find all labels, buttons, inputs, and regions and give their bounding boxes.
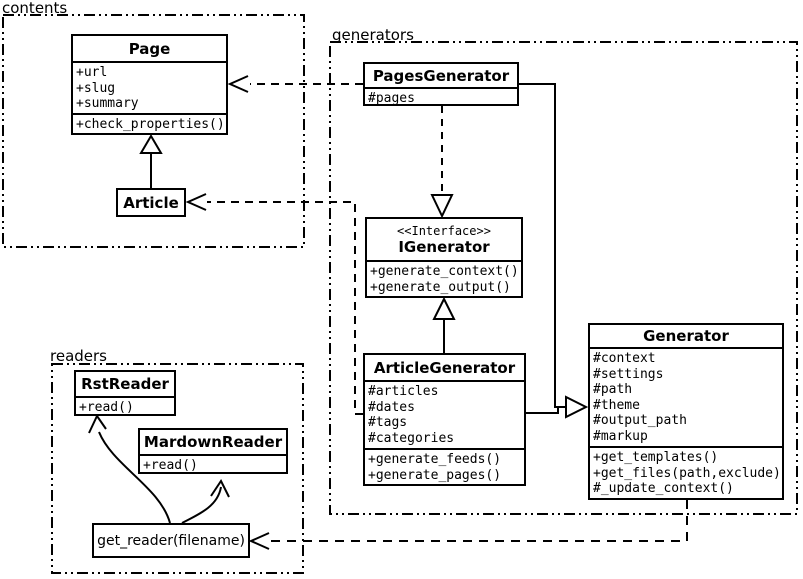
edge-getreader-calls-rstreader bbox=[98, 431, 171, 524]
attribute: +url bbox=[76, 65, 108, 80]
class-articlegenerator-title: ArticleGenerator bbox=[365, 355, 524, 380]
class-igenerator-title: <<Interface>> IGenerator bbox=[367, 219, 521, 260]
attribute: #markup bbox=[593, 428, 648, 444]
edge-generalizes-generator-triangle bbox=[565, 395, 589, 419]
method: +check_properties() bbox=[76, 117, 225, 132]
class-articlegenerator: ArticleGenerator #articles #dates #tags … bbox=[363, 353, 526, 486]
package-readers-border bbox=[51, 363, 304, 574]
class-articlegenerator-attributes: #articles #dates #tags #categories bbox=[365, 380, 524, 448]
class-pagesgenerator: PagesGenerator #pages bbox=[363, 62, 519, 106]
method: +generate_output() bbox=[370, 279, 511, 295]
method: +generate_context() bbox=[370, 264, 519, 279]
attribute: #path bbox=[593, 382, 633, 397]
package-generators-border bbox=[329, 41, 798, 515]
attribute: #settings bbox=[593, 366, 664, 382]
class-mardownreader-methods: +read() bbox=[140, 454, 286, 472]
attribute: #pages bbox=[368, 91, 415, 104]
class-articlegenerator-methods: +generate_feeds() +generate_pages() bbox=[365, 448, 524, 484]
edge-pagesgenerator-depends-page-arrow bbox=[227, 75, 249, 93]
class-mardownreader-title: MardownReader bbox=[140, 430, 286, 454]
attribute: +summary bbox=[76, 96, 139, 111]
class-name: MardownReader bbox=[143, 433, 283, 451]
class-name: ArticleGenerator bbox=[373, 358, 516, 377]
edge-article-generalizes-page-triangle bbox=[139, 134, 163, 154]
class-page-attributes: +url +slug +summary bbox=[73, 61, 226, 113]
attribute: #articles bbox=[368, 384, 439, 399]
attribute: #theme bbox=[593, 397, 640, 413]
class-name: PagesGenerator bbox=[372, 66, 510, 85]
class-page-title: Page bbox=[73, 36, 226, 61]
edge-pagesgenerator-realizes-igenerator-triangle bbox=[430, 194, 454, 219]
edge-getreader-calls-rstreader-arrow bbox=[88, 414, 107, 434]
edge-generator-depends-getreader-arrow bbox=[248, 532, 270, 550]
attribute: #tags bbox=[368, 415, 408, 430]
method: +generate_feeds() bbox=[368, 452, 502, 467]
class-name: Generator bbox=[643, 327, 729, 345]
edge-getreader-calls-mardownreader bbox=[181, 486, 222, 524]
edge-articlegenerator-depends-article bbox=[207, 201, 363, 415]
method: +get_templates() bbox=[593, 450, 719, 465]
edge-articlegenerator-depends-article-arrow bbox=[185, 193, 207, 211]
package-generators-label: generators bbox=[332, 26, 414, 44]
function-label: get_reader(filename) bbox=[97, 532, 245, 549]
method: +read() bbox=[79, 400, 134, 414]
class-name: IGenerator bbox=[398, 237, 490, 256]
method: +read() bbox=[143, 458, 198, 472]
class-generator-methods: +get_templates() +get_files(path,exclude… bbox=[590, 446, 782, 498]
class-rstreader: RstReader +read() bbox=[74, 370, 176, 416]
class-page: Page +url +slug +summary +check_properti… bbox=[71, 34, 228, 135]
class-mardownreader: MardownReader +read() bbox=[138, 428, 288, 474]
edge-pagesgenerator-generalizes-generator bbox=[519, 83, 565, 408]
package-contents-border bbox=[2, 14, 305, 248]
edge-generator-depends-getreader bbox=[264, 500, 688, 542]
class-name: RstReader bbox=[81, 375, 169, 393]
class-igenerator: <<Interface>> IGenerator +generate_conte… bbox=[365, 217, 523, 298]
class-article: Article bbox=[116, 188, 186, 217]
class-generator-attributes: #context #settings #path #theme #output_… bbox=[590, 347, 782, 446]
class-rstreader-title: RstReader bbox=[76, 372, 174, 396]
method: +generate_pages() bbox=[368, 467, 502, 483]
package-readers-label: readers bbox=[50, 347, 107, 365]
class-page-methods: +check_properties() bbox=[73, 113, 226, 133]
class-name: Page bbox=[128, 39, 171, 58]
edge-articlegenerator-realizes-igenerator-triangle bbox=[432, 296, 456, 320]
class-article-title: Article bbox=[118, 190, 184, 215]
edge-articlegenerator-generalizes-generator bbox=[526, 407, 559, 414]
attribute: +slug bbox=[76, 80, 116, 96]
class-pagesgenerator-attributes: #pages bbox=[365, 87, 517, 104]
method: +get_files(path,exclude) bbox=[593, 465, 781, 481]
attribute: #categories bbox=[368, 430, 455, 446]
class-rstreader-methods: +read() bbox=[76, 396, 174, 414]
method: #_update_context() bbox=[593, 481, 734, 496]
attribute: #context bbox=[593, 351, 656, 366]
class-generator: Generator #context #settings #path #them… bbox=[588, 323, 784, 500]
attribute: #output_path bbox=[593, 413, 687, 428]
class-generator-title: Generator bbox=[590, 325, 782, 347]
package-contents-label: contents bbox=[2, 0, 68, 17]
attribute: #dates bbox=[368, 399, 415, 415]
class-pagesgenerator-title: PagesGenerator bbox=[365, 64, 517, 87]
edge-getreader-calls-mardownreader-arrow bbox=[210, 479, 230, 498]
class-name: Article bbox=[123, 193, 179, 212]
function-get-reader: get_reader(filename) bbox=[92, 523, 250, 558]
class-stereotype: <<Interface>> bbox=[397, 223, 491, 238]
class-igenerator-methods: +generate_context() +generate_output() bbox=[367, 260, 521, 296]
